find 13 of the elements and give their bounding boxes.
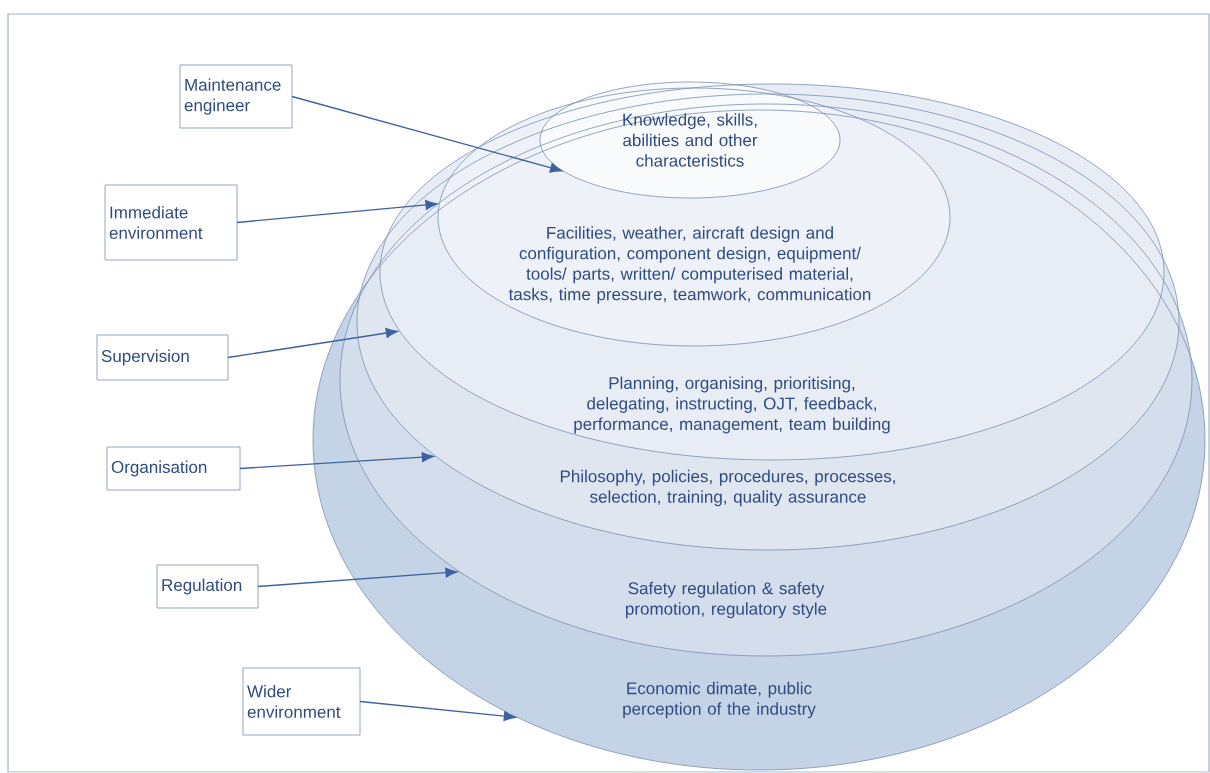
- arrow: [359, 700, 516, 722]
- arrow: [257, 567, 458, 588]
- label-box: Maintenance engineer: [179, 64, 293, 129]
- label-box: Supervision: [96, 334, 229, 381]
- ellipse-ring: Knowledge, skills, abilities and other characteristics: [539, 81, 841, 199]
- label-box: Regulation: [156, 564, 259, 609]
- label-box: Immediate environment: [104, 184, 238, 261]
- arrow: [236, 199, 438, 224]
- arrow: [291, 95, 563, 173]
- arrow: [239, 452, 434, 470]
- label-box: Wider environment: [242, 667, 361, 736]
- label-box: Organisation: [106, 446, 241, 491]
- arrow: [227, 328, 398, 359]
